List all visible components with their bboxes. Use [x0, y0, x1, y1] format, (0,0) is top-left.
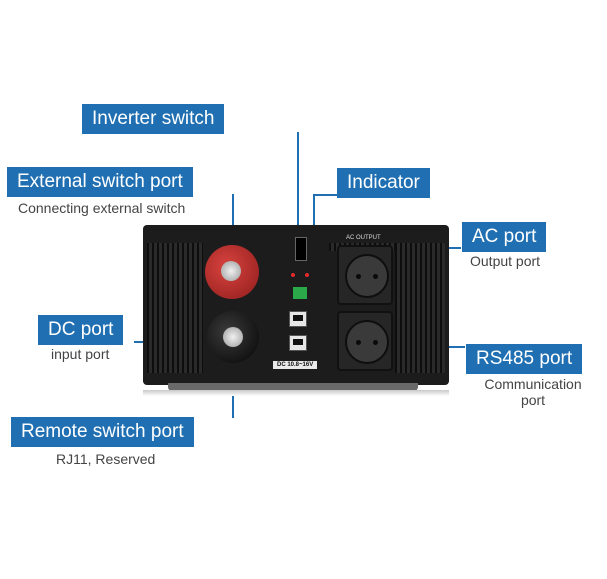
indicator-leader-h [313, 194, 337, 196]
external-switch-port-description: Connecting external switch [18, 200, 186, 216]
external-switch-terminal[interactable] [293, 287, 307, 299]
dc-port-callout: DC port [38, 315, 124, 345]
socket-pin [356, 340, 361, 345]
rs485-port-description-line1: Communication [484, 376, 582, 392]
rs485-port-callout: RS485 port [466, 344, 583, 374]
remote-switch-port-callout: Remote switch port [11, 417, 194, 447]
mounting-base [168, 383, 418, 391]
indicator-callout: Indicator [337, 168, 430, 198]
socket-pin [373, 340, 378, 345]
remote-switch-rj11-port[interactable] [289, 311, 307, 327]
ac-socket-lower-face [345, 320, 389, 364]
right-vent-grille [395, 243, 445, 373]
fault-led [291, 273, 295, 277]
socket-pin [356, 274, 361, 279]
ac-socket-upper[interactable] [337, 245, 393, 305]
inverter-front-panel: AC OUTPUT DC 10.8~16V [143, 225, 449, 385]
rs485-port-description-line2: port [520, 392, 546, 408]
rs485-rj-port[interactable] [289, 335, 307, 351]
ac-socket-lower[interactable] [337, 311, 393, 371]
floor-reflection [143, 390, 449, 396]
positive-dc-terminal [205, 245, 259, 299]
negative-dc-terminal [207, 311, 259, 363]
inverter-switch-leader [297, 132, 299, 242]
left-vent-grille [147, 243, 203, 373]
dc-port-description: input port [51, 346, 110, 362]
ac-socket-upper-face [345, 254, 389, 298]
positive-terminal-bolt [221, 261, 241, 281]
remote-switch-port-description: RJ11, Reserved [56, 451, 156, 467]
external-switch-port-callout: External switch port [7, 167, 193, 197]
ac-port-description: Output port [470, 253, 541, 269]
inverter-switch-callout: Inverter switch [82, 104, 225, 134]
inverter-power-switch[interactable] [295, 237, 307, 261]
ac-port-callout: AC port [462, 222, 547, 252]
input-voltage-label: DC 10.8~16V [273, 361, 318, 369]
power-led [305, 273, 309, 277]
socket-pin [373, 274, 378, 279]
negative-terminal-bolt [223, 327, 243, 347]
ac-output-label: AC OUTPUT [346, 235, 381, 241]
